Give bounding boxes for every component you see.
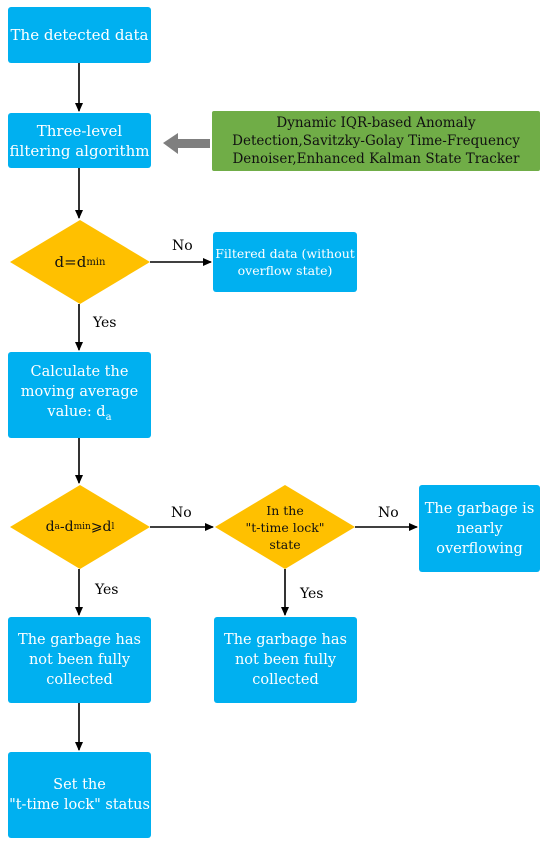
edge-label-yes-3: Yes	[300, 586, 324, 602]
decision-d-equals-dmin	[10, 220, 150, 304]
node-algorithm-list: Dynamic IQR-based Anomaly Detection,Savi…	[212, 111, 540, 171]
node-detected-data: The detected data	[8, 7, 151, 63]
decision-da-minus-dmin	[10, 485, 150, 569]
big-left-arrow	[163, 133, 210, 154]
edge-label-no-1: No	[172, 238, 193, 254]
node-nearly-overflowing: The garbage is nearly overflowing	[419, 485, 540, 572]
edge-label-yes-1: Yes	[93, 315, 117, 331]
edge-label-no-3: No	[378, 505, 399, 521]
decision3-label: In the "t-time lock" state	[245, 502, 325, 552]
edge-label-no-2: No	[171, 505, 192, 521]
edge-label-yes-2: Yes	[95, 582, 119, 598]
node-moving-average: Calculate the moving average value: da	[8, 352, 151, 438]
node-not-collected-left: The garbage has not been fully collected	[8, 617, 151, 703]
node-set-lock-status: Set the "t-time lock" status	[8, 752, 151, 838]
node-not-collected-right: The garbage has not been fully collected	[214, 617, 357, 703]
decision-t-time-lock	[215, 485, 355, 569]
node-filtered-data: Filtered data (without overflow state)	[213, 232, 357, 292]
node-filtering-algorithm: Three-level filtering algorithm	[8, 113, 151, 168]
